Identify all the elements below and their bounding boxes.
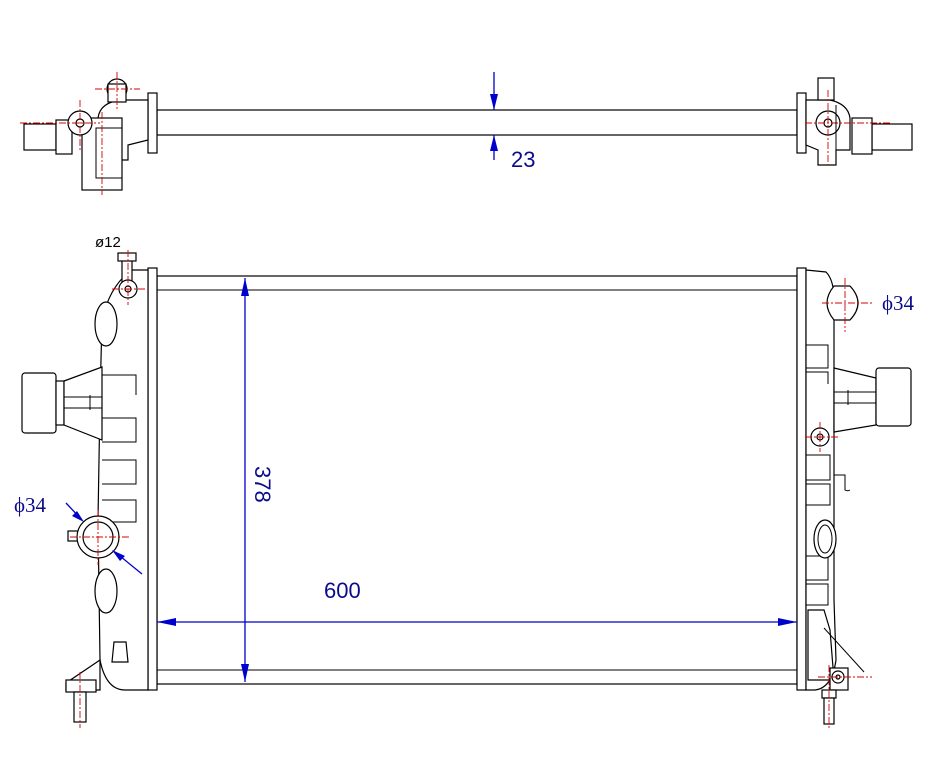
core-height-label: 378: [250, 466, 275, 503]
front-view: 378 600 ø12 ϕ34 ϕ34: [14, 234, 915, 728]
top-view-right-tank: [805, 77, 913, 166]
dimension-small-pipe: ø12: [95, 234, 121, 251]
front-view-core: [156, 275, 798, 685]
top-view: 23: [20, 72, 913, 195]
core-thickness-label: 23: [511, 147, 535, 172]
dimension-core-height: 378: [241, 278, 275, 682]
top-view-left-tank: [20, 72, 149, 195]
core-width-label: 600: [324, 578, 361, 603]
dimension-core-thickness: 23: [490, 72, 535, 172]
top-view-right-header: [796, 92, 807, 154]
left-pipe-label: ϕ34: [14, 493, 47, 517]
dimension-right-pipe: ϕ34: [882, 291, 915, 315]
top-view-left-header: [147, 92, 158, 154]
left-tank: [21, 250, 149, 728]
left-header-plate: [147, 267, 158, 691]
dimension-core-width: 600: [157, 578, 797, 626]
top-view-core: [156, 109, 798, 136]
right-header-plate: [796, 267, 807, 691]
dimension-left-pipe: ϕ34: [14, 493, 143, 575]
right-tank: [805, 269, 912, 728]
small-pipe-label: ø12: [95, 234, 121, 251]
right-pipe-label: ϕ34: [882, 291, 915, 315]
